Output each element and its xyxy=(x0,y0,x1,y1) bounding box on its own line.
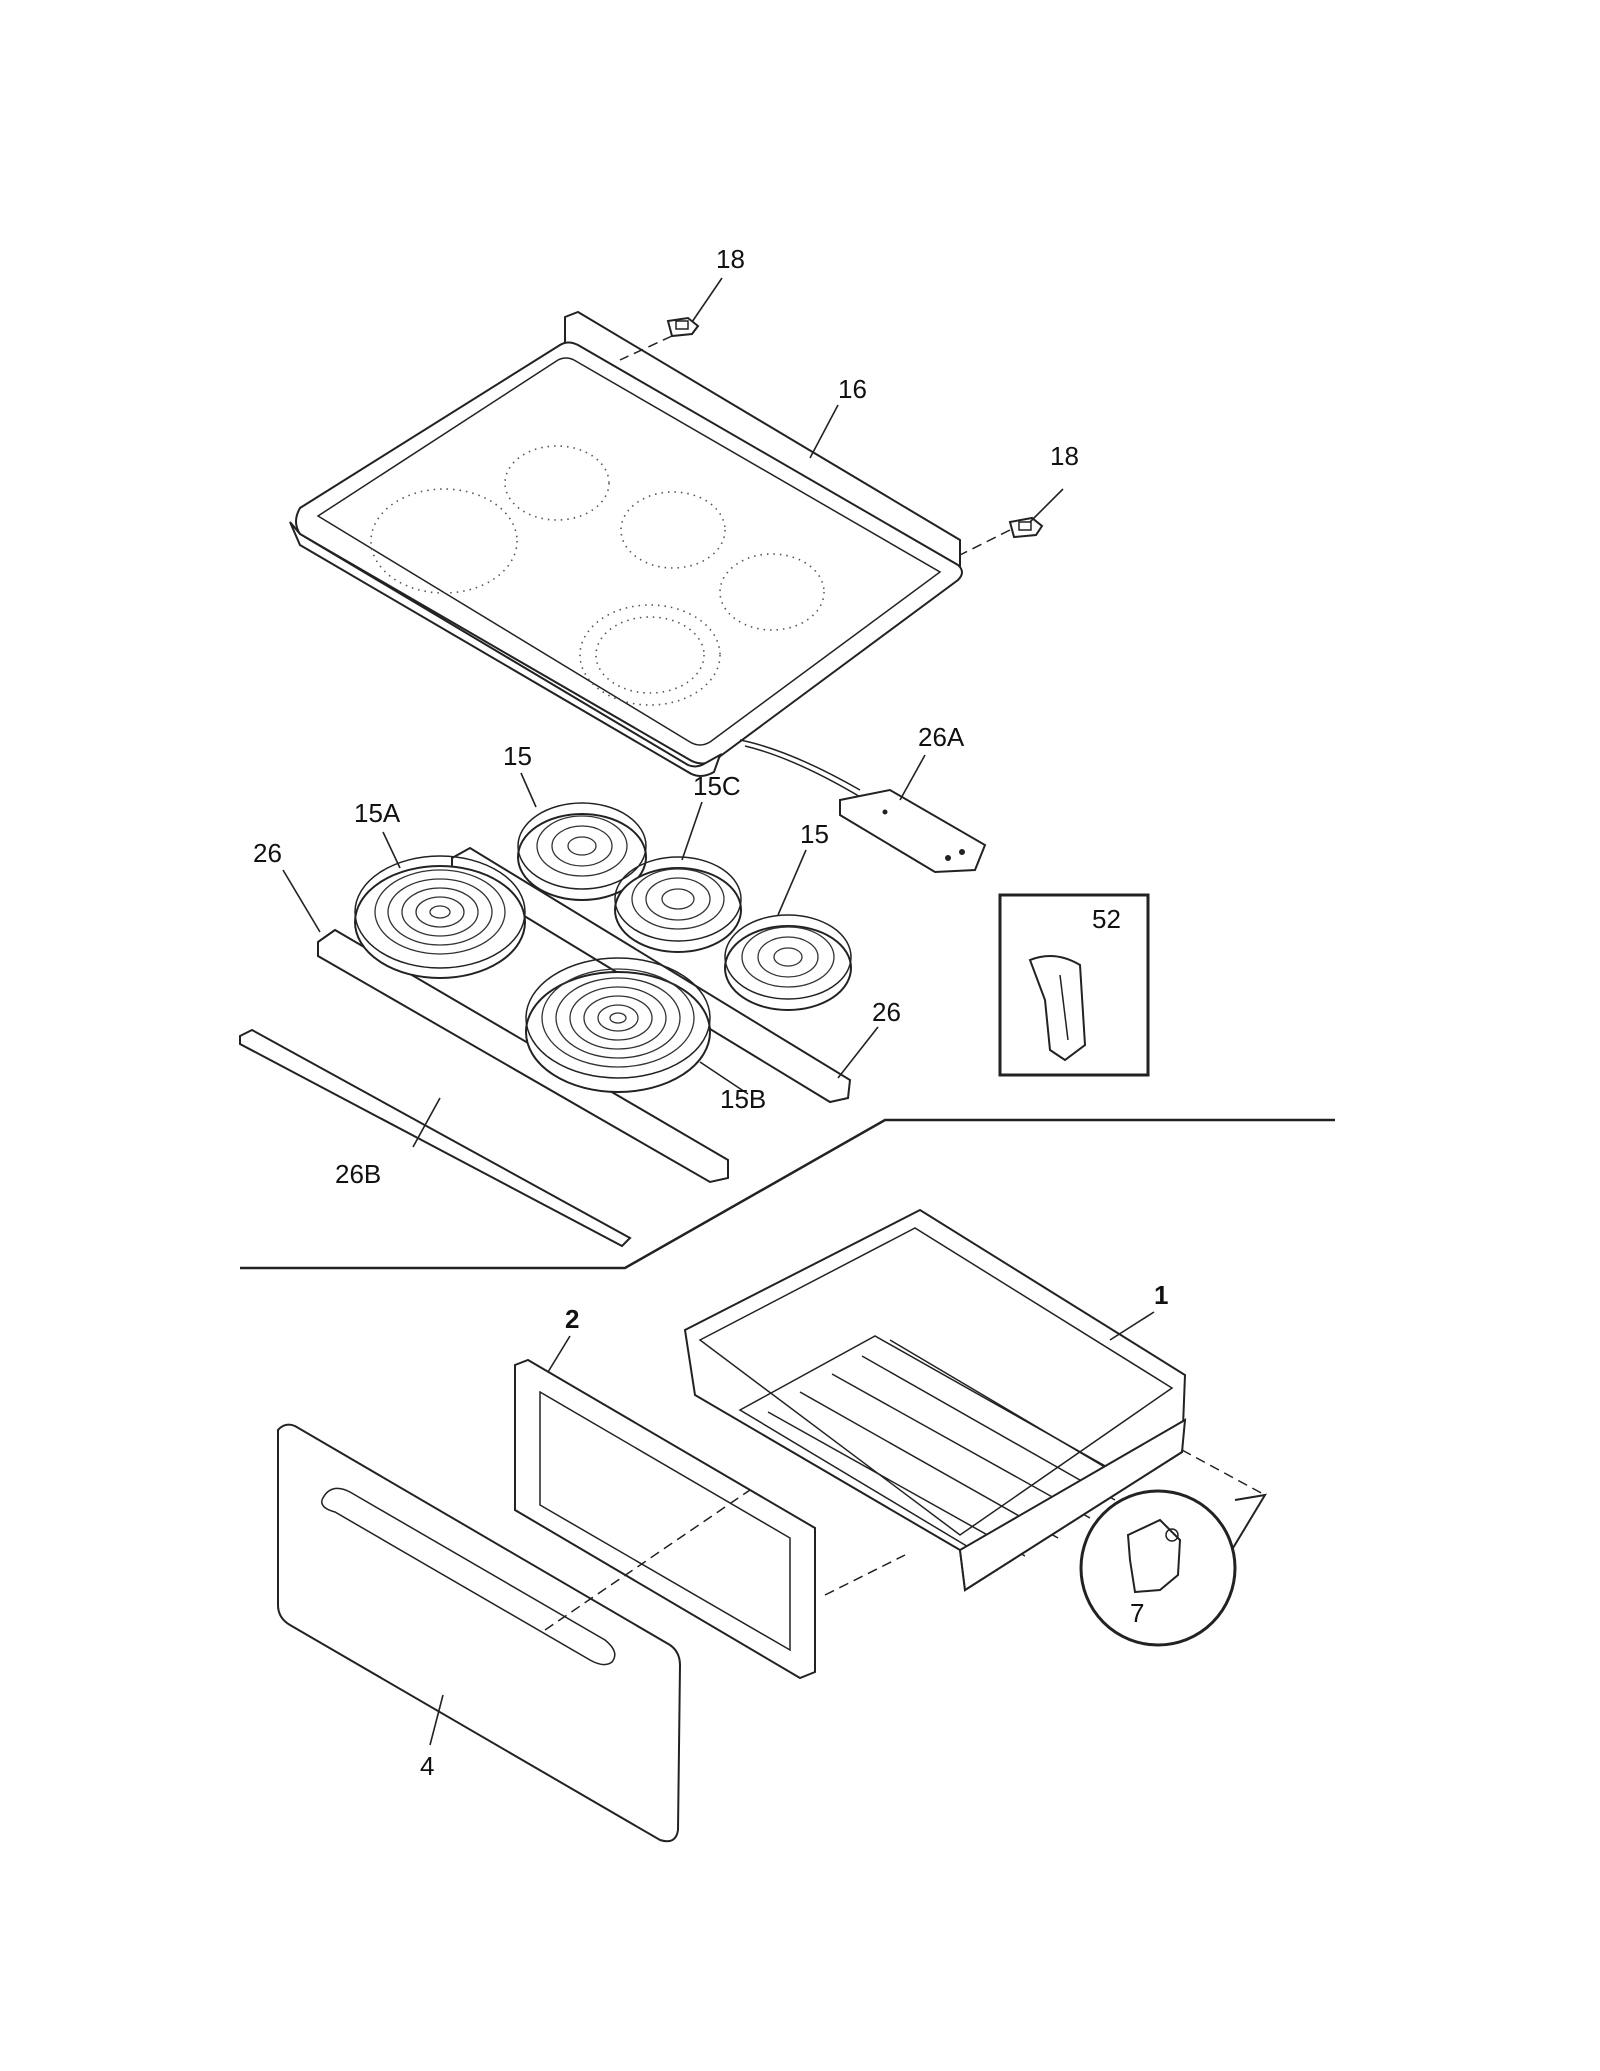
callout-26-right: 26 xyxy=(872,997,901,1027)
callout-15A: 15A xyxy=(354,798,401,828)
callout-16: 16 xyxy=(838,374,867,404)
drawer-liner-frame-part[interactable] xyxy=(514,1358,816,1680)
leader-lines xyxy=(282,277,1155,1746)
element-15A[interactable] xyxy=(354,855,526,979)
drawer-body-part[interactable] xyxy=(683,1208,1187,1592)
wire-harness-part[interactable] xyxy=(739,739,987,874)
callout-2: 2 xyxy=(565,1304,579,1334)
callout-1: 1 xyxy=(1154,1280,1168,1310)
element-15C[interactable] xyxy=(614,856,742,953)
section-divider xyxy=(240,1118,1335,1270)
bracket-18-right[interactable] xyxy=(1008,516,1044,539)
callout-26B: 26B xyxy=(335,1159,381,1189)
callout-15C: 15C xyxy=(693,771,741,801)
callout-15-right: 15 xyxy=(800,819,829,849)
trim-strip-26B[interactable] xyxy=(239,1028,632,1248)
callout-7: 7 xyxy=(1130,1598,1144,1628)
cooktop-glass-part[interactable] xyxy=(289,310,963,777)
callout-18-top: 18 xyxy=(716,244,745,274)
callout-4: 4 xyxy=(420,1751,434,1781)
element-15B[interactable] xyxy=(525,957,711,1093)
inset-box-52[interactable] xyxy=(998,893,1150,1077)
callout-15-left: 15 xyxy=(503,741,532,771)
callout-26-left: 26 xyxy=(253,838,282,868)
callout-labels: 18 16 18 26A 15 15C 15A 15 26 52 26 15B … xyxy=(253,244,1168,1781)
drawer-front-part[interactable] xyxy=(277,1423,682,1843)
callout-15B: 15B xyxy=(720,1084,766,1114)
support-rail-26-front[interactable] xyxy=(317,928,729,1184)
callout-52: 52 xyxy=(1092,904,1121,934)
inset-circle-7[interactable] xyxy=(1079,1489,1267,1647)
callout-26A: 26A xyxy=(918,722,965,752)
bracket-18-top[interactable] xyxy=(666,316,700,338)
element-15-right[interactable] xyxy=(724,914,852,1011)
callout-18-right: 18 xyxy=(1050,441,1079,471)
element-15-left[interactable] xyxy=(517,802,647,901)
